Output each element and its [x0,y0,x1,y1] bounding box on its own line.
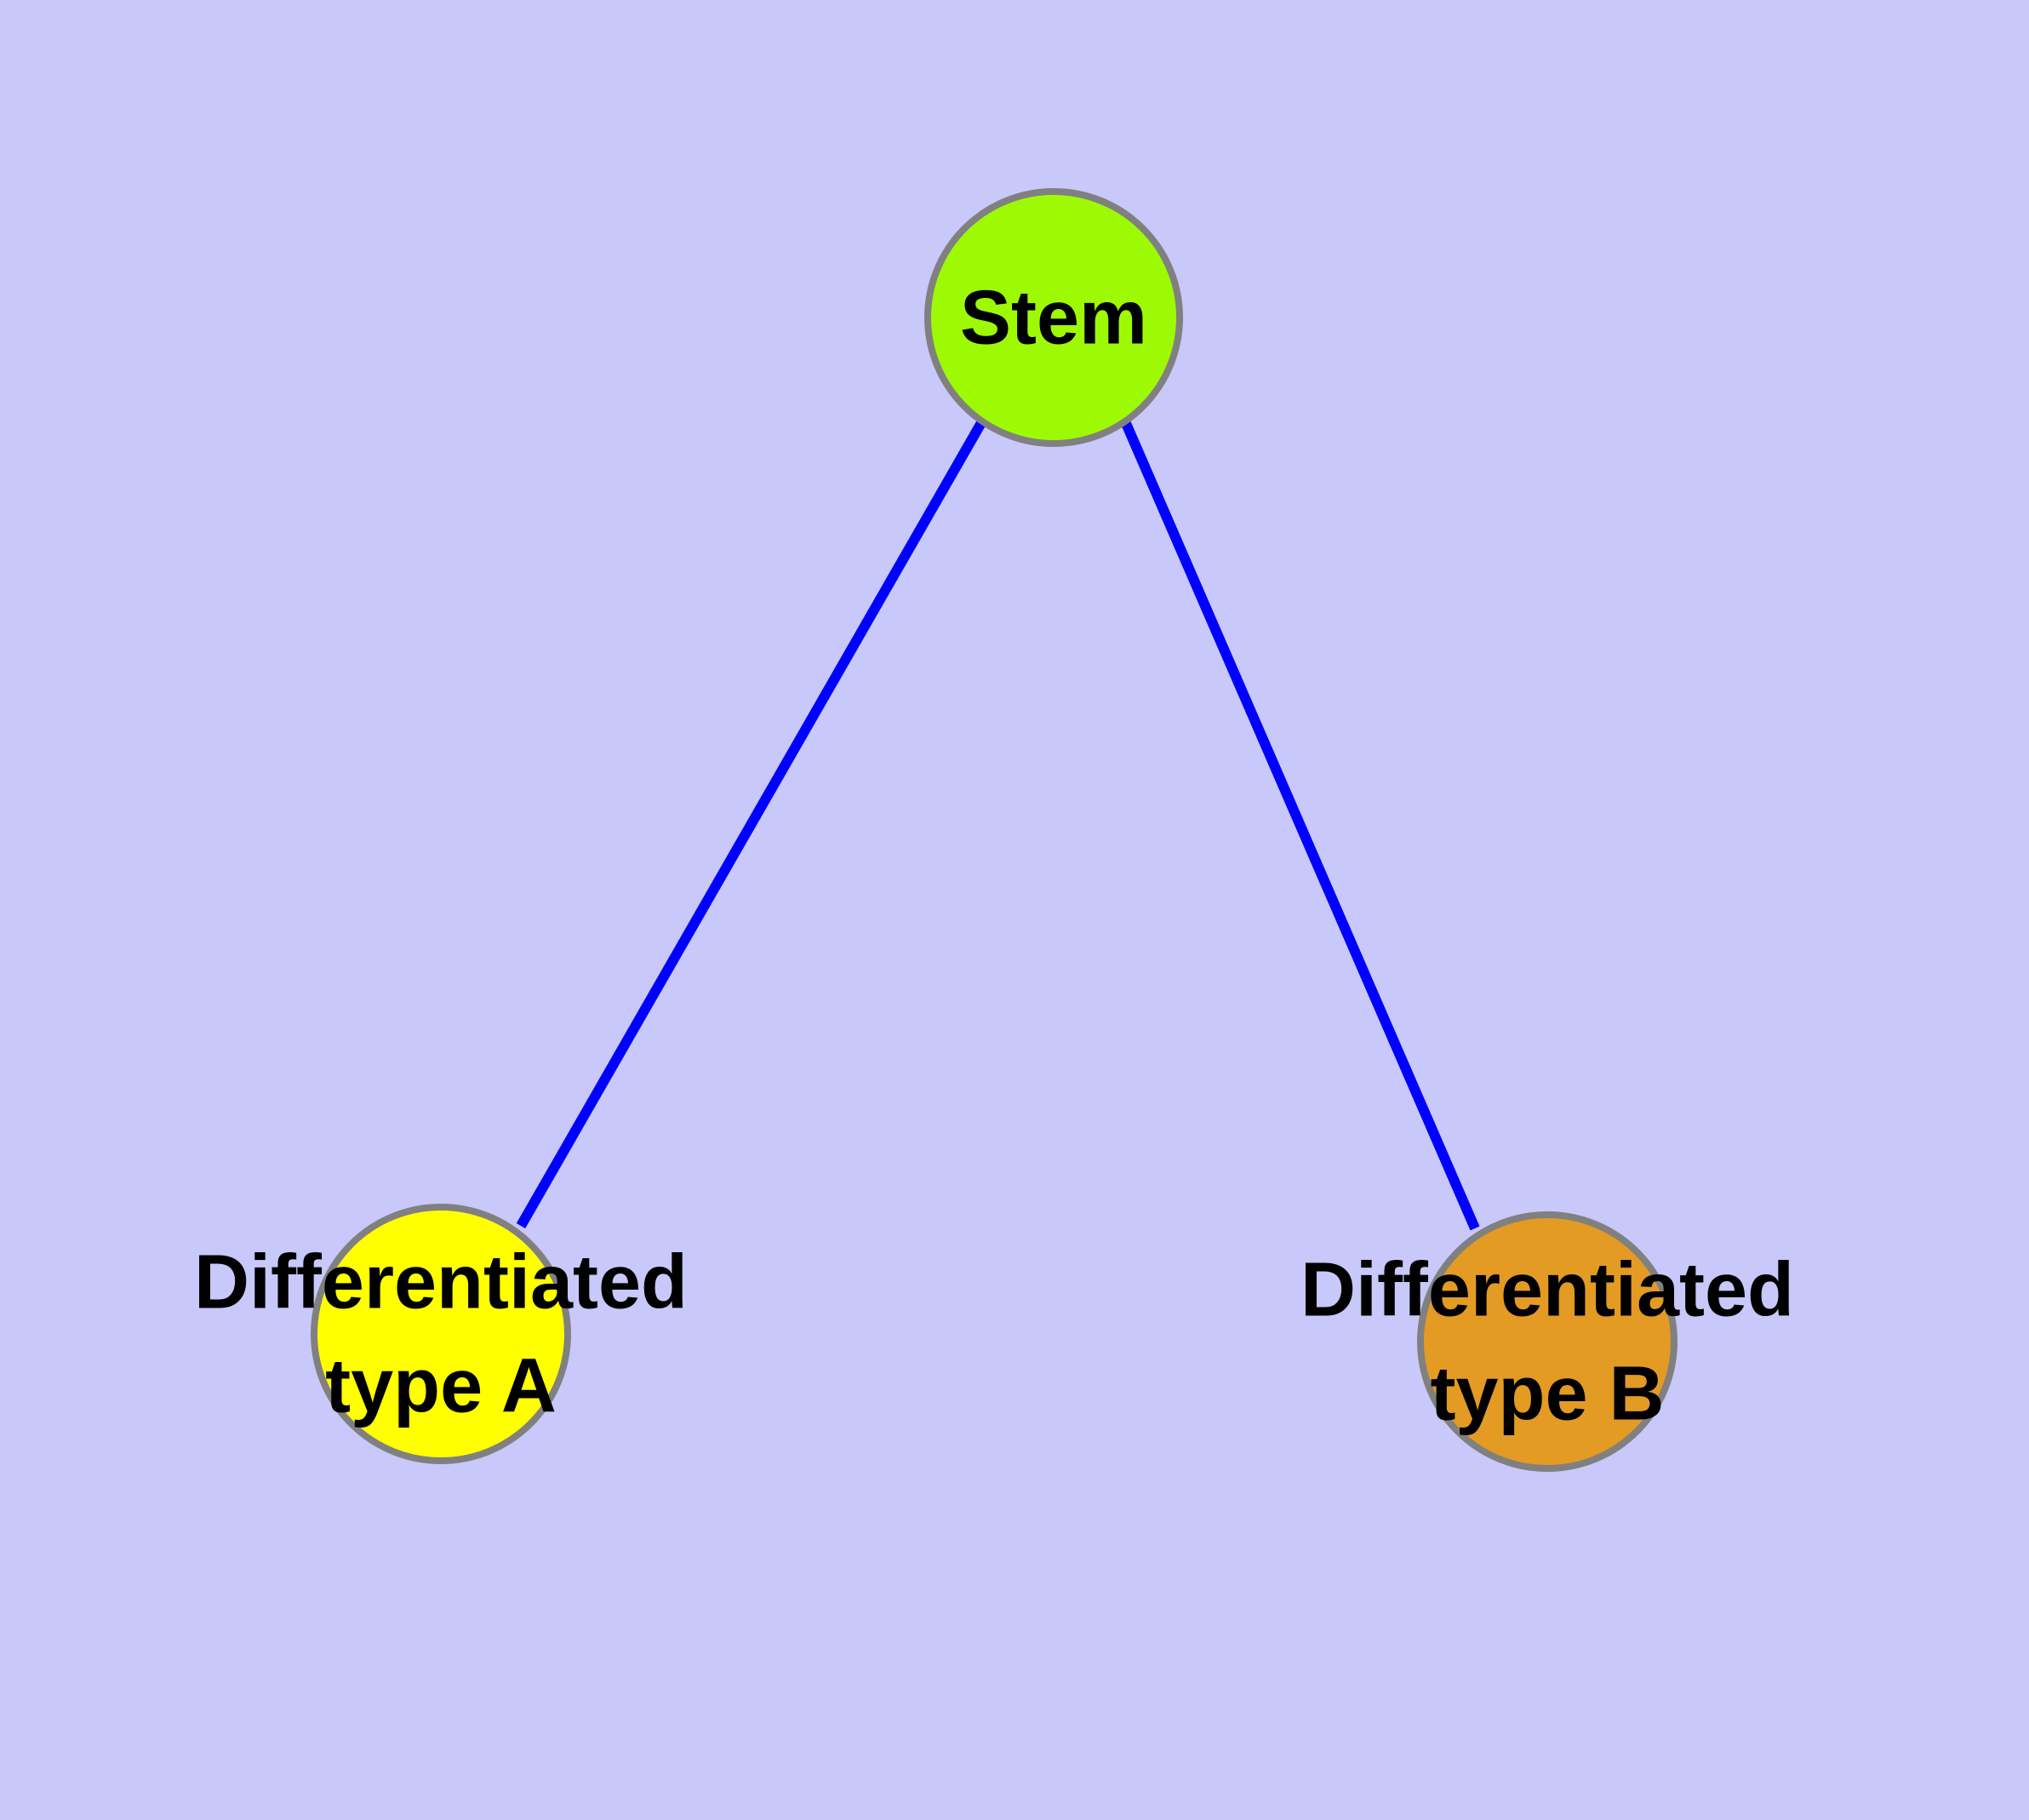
node-stem-circle[interactable] [924,188,1183,447]
node-differentiated-type-b-label-line-1: Differentiated [1300,1248,1794,1333]
node-differentiated-type-a[interactable] [311,1204,571,1464]
edge-layer [516,419,1480,1231]
node-differentiated-type-b-label-line-2: type B [1430,1352,1664,1437]
node-differentiated-type-a-circle[interactable] [311,1204,571,1464]
edge-stem-to-differentiated-type-b[interactable] [1120,419,1480,1231]
node-layer [311,188,1677,1472]
node-differentiated-type-a-label-line-1: Differentiated [194,1240,688,1325]
node-stem-label-line-1: Stem [960,276,1147,361]
edge-stem-to-differentiated-type-a[interactable] [516,419,987,1228]
node-differentiated-type-a-label-line-2: type A [325,1344,557,1429]
node-differentiated-type-b-circle[interactable] [1417,1211,1677,1472]
label-layer: Stem Differentiated type A Differentiate… [194,276,1794,1437]
node-stem[interactable] [924,188,1183,447]
node-differentiated-type-b[interactable] [1417,1211,1677,1472]
